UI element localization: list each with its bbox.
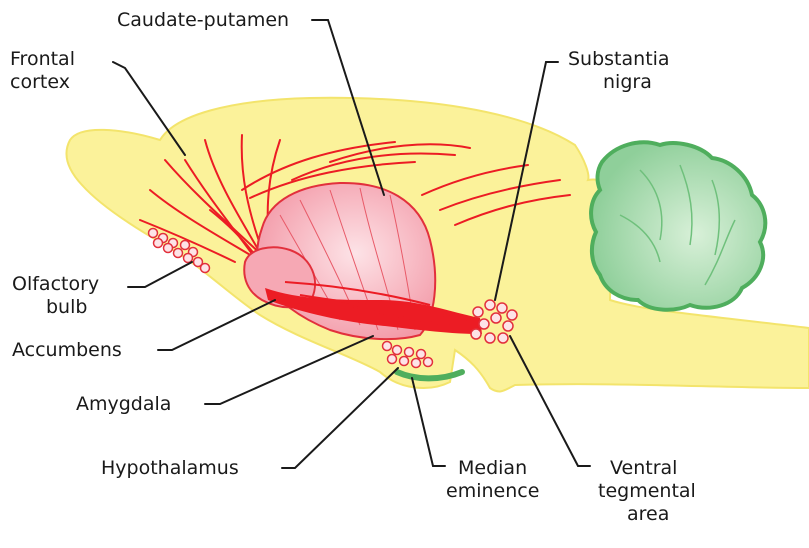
label-median-eminence-line2: eminence (446, 480, 539, 502)
label-ventral-tegmental-line2: tegmental (598, 480, 696, 502)
label-frontal-cortex-line1: Frontal (10, 48, 75, 70)
leader-amygdala (205, 336, 373, 404)
label-ventral-tegmental-line3: area (627, 503, 669, 525)
leader-accumbens (158, 300, 275, 350)
leader-hypothalamus (282, 368, 398, 468)
leader-olfactory-bulb (128, 262, 192, 287)
label-substantia-nigra-line1: Substantia (568, 48, 670, 70)
label-median-eminence-line1: Median (458, 457, 527, 479)
label-substantia-nigra-line2: nigra (603, 71, 652, 93)
cerebellum (591, 142, 765, 309)
leader-median-eminence (412, 378, 445, 466)
label-caudate-putamen: Caudate-putamen (117, 9, 289, 31)
label-amygdala: Amygdala (76, 393, 171, 415)
label-frontal-cortex-line2: cortex (10, 71, 70, 93)
label-olfactory-bulb-line1: Olfactory (12, 273, 99, 295)
label-accumbens: Accumbens (12, 339, 122, 361)
label-hypothalamus: Hypothalamus (101, 457, 239, 479)
label-olfactory-bulb-line2: bulb (46, 296, 87, 318)
label-ventral-tegmental-line1: Ventral (610, 457, 677, 479)
